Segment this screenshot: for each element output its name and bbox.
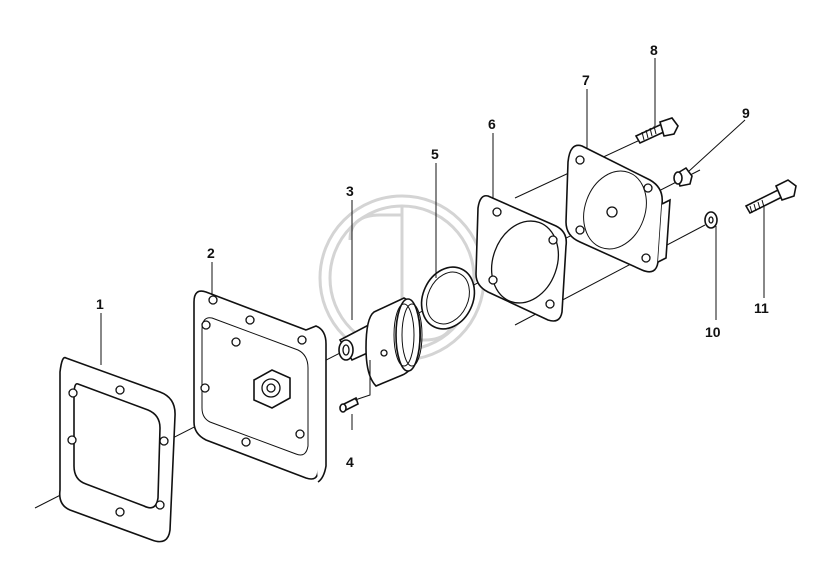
callout-6: 6 <box>488 116 496 132</box>
cover-hole <box>241 437 251 447</box>
gasket-hole <box>159 436 169 446</box>
callout-5: 5 <box>431 146 439 162</box>
callout-8: 8 <box>650 42 658 58</box>
part-8-screw <box>634 117 679 145</box>
cover-hole <box>231 337 241 347</box>
gasket-hole <box>67 435 77 445</box>
part-7-end-plate <box>565 144 671 273</box>
cover-hole <box>200 383 210 393</box>
callout-3: 3 <box>346 183 354 199</box>
gasket-hole <box>155 500 165 510</box>
callout-2: 2 <box>207 245 215 261</box>
part-1-gasket <box>58 356 176 543</box>
leader-lines <box>100 58 765 430</box>
part-9-plug <box>673 166 693 187</box>
cover-hole <box>245 315 255 325</box>
cover-boss-bore <box>266 383 276 393</box>
cover-hole <box>201 320 211 330</box>
part-11-bolt <box>744 179 797 215</box>
callout-4: 4 <box>346 454 354 470</box>
callout-1: 1 <box>96 296 104 312</box>
part-2-cover <box>193 290 327 483</box>
callout-11: 11 <box>754 300 769 316</box>
part-4-pin <box>339 396 359 413</box>
gasket-hole <box>115 385 125 395</box>
cover-hole <box>208 295 218 305</box>
part-5-o-ring <box>420 266 476 330</box>
gasket-hole <box>68 388 78 398</box>
callout-10: 10 <box>705 324 721 340</box>
callout-9: 9 <box>742 105 750 121</box>
gasket-hole <box>115 507 125 517</box>
part-6-gasket-plate <box>475 194 568 322</box>
cover-hole <box>295 429 305 439</box>
part-3-shaft <box>338 297 423 387</box>
part-10-washer <box>704 211 718 229</box>
callout-7: 7 <box>582 72 590 88</box>
cover-hole <box>297 335 307 345</box>
